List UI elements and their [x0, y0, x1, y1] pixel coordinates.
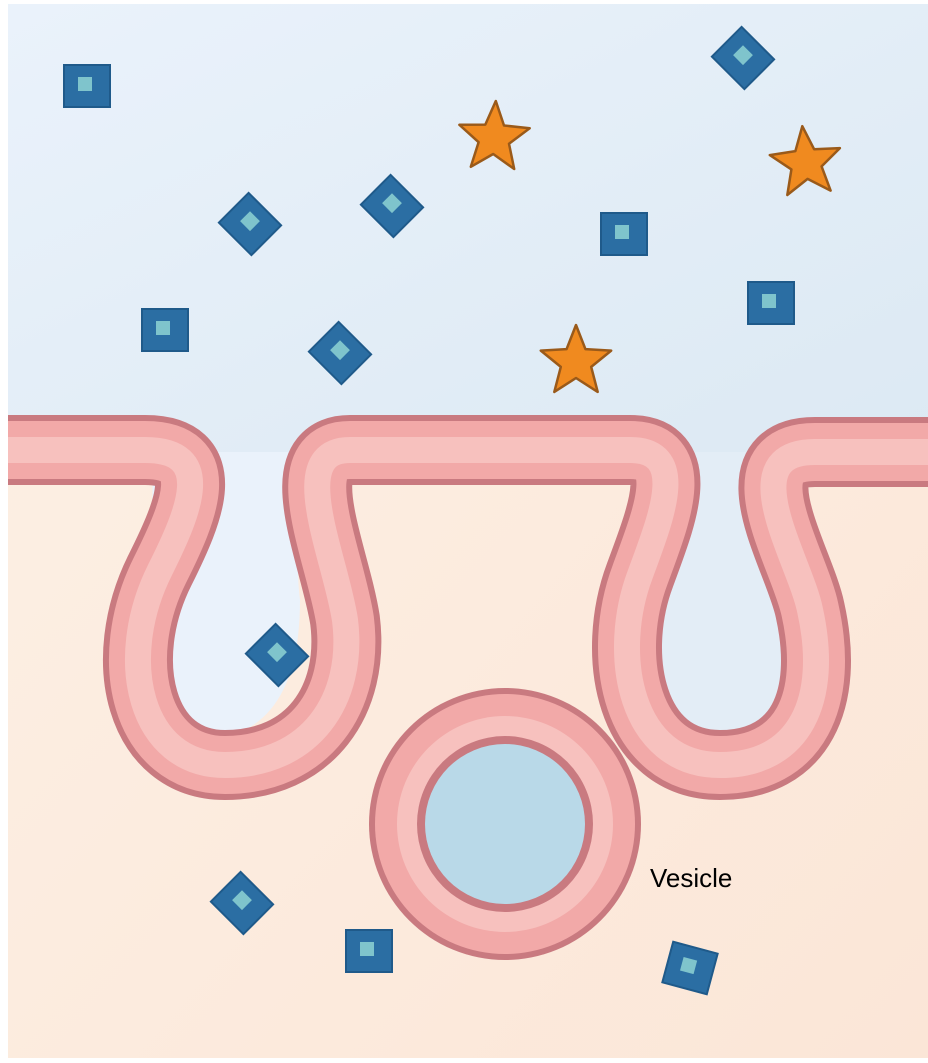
vesicle-label: Vesicle — [650, 863, 732, 893]
extracellular-region — [8, 4, 928, 452]
square-molecule — [601, 213, 647, 255]
vesicle — [369, 688, 641, 960]
square-molecule — [346, 930, 392, 972]
square-molecule — [748, 282, 794, 324]
vesicle-lumen — [425, 744, 585, 904]
square-molecule — [64, 65, 110, 107]
square-molecule — [142, 309, 188, 351]
